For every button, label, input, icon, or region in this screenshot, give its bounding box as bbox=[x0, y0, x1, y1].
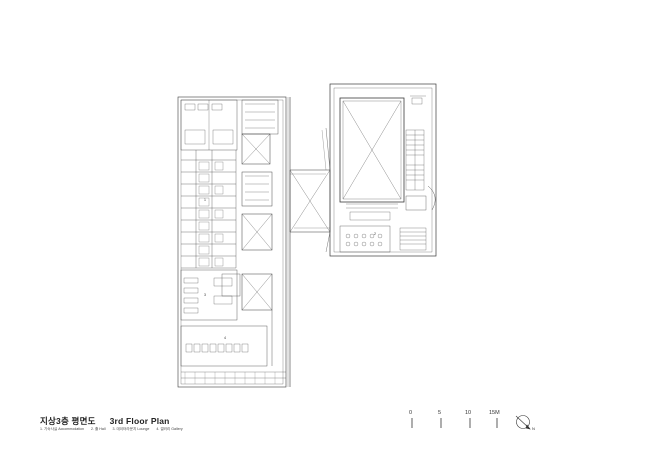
legend-item: 2. 홀 Hall bbox=[91, 427, 106, 431]
legend-item: 1. 기숙사실 Accommodation bbox=[40, 427, 84, 431]
drawing-title: 지상3층 평면도 3rd Floor Plan bbox=[40, 415, 170, 427]
west-block bbox=[177, 96, 291, 388]
connector-bridge bbox=[289, 127, 331, 253]
room-label-lower-room: 3 bbox=[204, 293, 206, 297]
room-label-west-block: 1 bbox=[204, 198, 206, 202]
scale-label-0: 0 bbox=[409, 410, 413, 416]
title-korean: 지상3층 평면도 bbox=[40, 416, 96, 426]
scale-bar bbox=[411, 418, 498, 428]
north-arrow-icon bbox=[515, 415, 531, 430]
legend-item: 4. 갤러리 Gallery bbox=[156, 427, 183, 431]
room-label-east-hall: 2 bbox=[374, 232, 376, 236]
title-english: 3rd Floor Plan bbox=[109, 416, 170, 426]
north-label: N bbox=[532, 426, 535, 431]
room-legend: 1. 기숙사실 Accommodation 2. 홀 Hall 3. 데이터라운… bbox=[40, 427, 189, 432]
east-block bbox=[329, 83, 437, 257]
scale-label-15m: 15M bbox=[489, 410, 500, 416]
scale-label-10: 10 bbox=[465, 410, 472, 416]
legend-item: 3. 데이터라운지 Lounge bbox=[112, 427, 150, 431]
room-label-bottom-hall: 4 bbox=[224, 336, 226, 340]
scale-label-5: 5 bbox=[438, 410, 442, 416]
